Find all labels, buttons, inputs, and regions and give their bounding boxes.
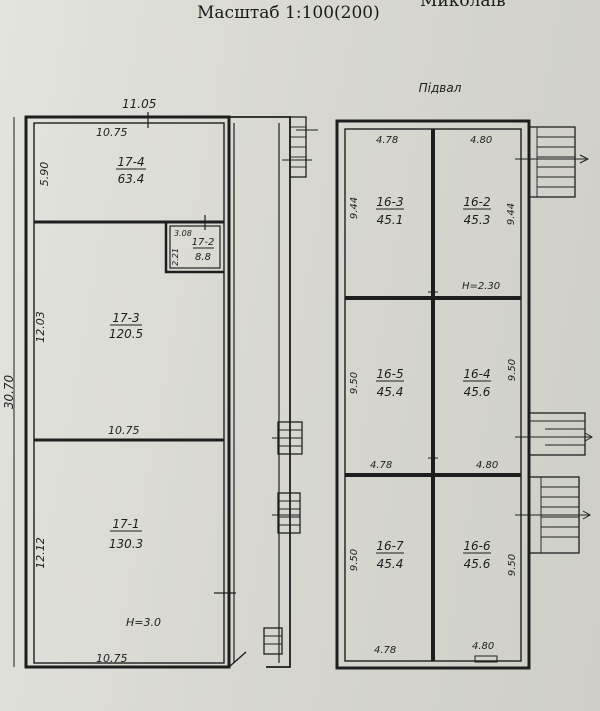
dim-left-total: 30.70	[2, 374, 16, 409]
room-16-4-id: 16-4	[463, 367, 490, 381]
room-17-3-area: 120.5	[109, 327, 143, 341]
room-16-2: 4.80 9.44 16-2 45.3 H=2.30	[462, 135, 517, 292]
room-16-4-height: 9.50	[507, 359, 518, 381]
left-height-note: H=3.0	[126, 616, 161, 629]
basement-title: Підвал	[419, 81, 462, 95]
room-17-4: 17-4 63.4	[116, 155, 146, 186]
stair-left-top	[282, 116, 318, 178]
room-16-7-width: 4.78	[374, 645, 396, 656]
room-16-5: 9.50 16-5 45.4 4.78	[349, 367, 404, 471]
dim-room-17-2-width: 3.08	[174, 229, 192, 238]
room-16-5-height: 9.50	[349, 372, 360, 394]
room-16-6-id: 16-6	[463, 539, 491, 553]
room-17-2-id: 17-2	[192, 237, 215, 248]
room-16-3-id: 16-3	[376, 195, 403, 209]
dim-room-17-2-height: 2.21	[171, 248, 180, 266]
top-right-fragment: Миколаїв	[420, 0, 506, 11]
dim-room-17-1-height: 12.12	[34, 537, 47, 569]
right-plan-walls	[335, 119, 531, 670]
room-16-6: 9.50 16-6 45.6 4.80	[463, 539, 518, 652]
room-16-4: 9.50 16-4 45.6 4.80	[463, 359, 518, 471]
room-16-3-area: 45.1	[377, 213, 404, 227]
room-16-3: 4.78 9.44 16-3 45.1	[349, 135, 404, 227]
stair-right-middle	[515, 412, 594, 456]
room-16-6-area: 45.6	[464, 557, 491, 571]
room-16-7-height: 9.50	[349, 549, 360, 571]
room-16-3-width: 4.78	[376, 135, 398, 146]
room-17-4-id: 17-4	[117, 155, 144, 169]
dim-room-17-3-bottom: 10.75	[108, 424, 140, 437]
stair-right-lower	[515, 476, 592, 554]
stair-right-top	[515, 126, 590, 198]
stair-left-lower	[272, 492, 301, 534]
dim-room-17-4-height: 5.90	[38, 162, 51, 187]
dim-top-inner: 10.75	[96, 126, 128, 139]
room-16-2-width: 4.80	[470, 135, 492, 146]
left-plan-walls	[13, 112, 236, 669]
room-17-2: 17-2 8.8	[192, 237, 215, 263]
room-16-2-id: 16-2	[463, 195, 490, 209]
dim-bottom-width: 10.75	[96, 652, 128, 665]
room-16-3-height: 9.44	[349, 197, 360, 219]
room-16-4-area: 45.6	[464, 385, 491, 399]
left-plan-corridor	[228, 116, 291, 668]
room-16-5-width: 4.78	[370, 460, 392, 471]
room-17-1: 17-1 130.3	[109, 517, 143, 551]
stair-left-middle	[272, 421, 303, 455]
room-16-5-id: 16-5	[376, 367, 403, 381]
room-16-7: 9.50 16-7 45.4 4.78	[349, 539, 404, 656]
room-16-7-area: 45.4	[377, 557, 404, 571]
room-17-3-id: 17-3	[112, 311, 139, 325]
room-16-2-area: 45.3	[464, 213, 491, 227]
room-17-4-area: 63.4	[118, 172, 145, 186]
room-17-1-area: 130.3	[109, 537, 143, 551]
room-16-5-area: 45.4	[377, 385, 404, 399]
dim-room-17-3-height: 12.03	[34, 311, 47, 343]
scale-label: Масштаб 1:100(200)	[197, 3, 380, 23]
dim-top-outer: 11.05	[122, 97, 156, 111]
basement-height-note: H=2.30	[462, 281, 500, 292]
room-16-6-width: 4.80	[472, 641, 494, 652]
stair-left-bottom	[263, 627, 283, 655]
room-17-3: 17-3 120.5	[109, 311, 143, 341]
room-16-2-height: 9.44	[506, 203, 517, 225]
room-16-4-width: 4.80	[476, 460, 498, 471]
room-17-1-id: 17-1	[112, 517, 139, 531]
room-17-2-area: 8.8	[195, 252, 211, 263]
room-16-7-id: 16-7	[376, 539, 404, 553]
room-16-6-height: 9.50	[507, 554, 518, 576]
